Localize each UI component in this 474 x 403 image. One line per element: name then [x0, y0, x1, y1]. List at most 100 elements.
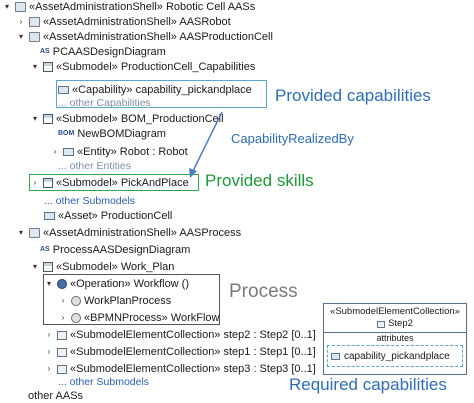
tree-row-operation[interactable]: ▾ «Operation» Workflow ()	[44, 277, 189, 291]
tree-label: WorkPlanProcess	[84, 295, 172, 307]
submodel-icon	[43, 62, 53, 72]
process-icon	[71, 296, 81, 306]
aas-icon	[29, 228, 40, 238]
submodel-icon	[43, 178, 53, 188]
tree-label: «Asset» ProductionCell	[58, 210, 173, 222]
collection-stereotype: «SubmodelElementCollection»	[330, 306, 460, 317]
tree-row-submodel-pickandplace[interactable]: › «Submodel» PickAndPlace	[30, 176, 189, 190]
tree-label: ... other Submodels	[58, 376, 150, 388]
tree-row-bpmn[interactable]: › «BPMNProcess» WorkFlow	[58, 311, 220, 325]
tree-label: NewBOMDiagram	[77, 128, 166, 140]
capability-realized-by-label: CapabilityRealizedBy	[231, 131, 354, 146]
tree-label: other AASs	[28, 390, 84, 402]
tree-label: ... other Entities	[58, 160, 131, 172]
submodel-icon	[43, 114, 53, 124]
tree-row-step1[interactable]: › «SubmodelElementCollection» step1 : St…	[44, 345, 316, 359]
tree-row-entity-robot[interactable]: › «Entity» Robot : Robot	[50, 145, 188, 159]
tree-row-other-capabilities[interactable]: ... other Capabilities	[58, 96, 151, 110]
collapse-toggle[interactable]: ▾	[46, 279, 51, 288]
attribute-row[interactable]: capability_pickandplace	[327, 345, 463, 367]
expand-toggle[interactable]: ›	[61, 313, 65, 322]
provided-skills-annotation: Provided skills	[205, 171, 314, 190]
bpmn-icon	[71, 313, 81, 323]
tree-label: «Submodel» Work_Plan	[56, 261, 175, 273]
collapse-toggle[interactable]: ▾	[32, 62, 37, 71]
tree-label: «BPMNProcess» WorkFlow	[84, 312, 220, 324]
tree-row-capability[interactable]: «Capability» capability_pickandplace	[58, 83, 252, 97]
tree-row-step3[interactable]: › «SubmodelElementCollection» step3 : St…	[44, 362, 316, 376]
collection-icon	[57, 330, 67, 340]
tree-label: «Operation» Workflow ()	[70, 278, 190, 290]
tree-row-submodel-capabilities[interactable]: ▾ «Submodel» ProductionCell_Capabilities	[30, 60, 255, 74]
expand-toggle[interactable]: ›	[47, 347, 51, 356]
collection-name-row: Step2	[324, 318, 466, 330]
tree-label: «SubmodelElementCollection» step2 : Step…	[70, 329, 316, 341]
tree-label: «AssetAdministrationShell» Robotic Cell …	[29, 1, 256, 13]
tree-label: «Capability» capability_pickandplace	[72, 84, 252, 96]
tree-row-aasproductioncell[interactable]: ▾ «AssetAdministrationShell» AASProducti…	[16, 30, 273, 44]
tree-row-pcaas-diagram[interactable]: AS PCAASDesignDiagram	[40, 45, 166, 59]
tree-row-other-submodels-2[interactable]: ... other Submodels	[58, 375, 149, 389]
tree-label: «Submodel» BOM_ProductionCell	[56, 113, 224, 125]
capability-highlight-box	[56, 80, 267, 108]
tree-label: «AssetAdministrationShell» AASRobot	[43, 16, 231, 28]
attribute-label: capability_pickandplace	[344, 350, 450, 362]
expand-toggle[interactable]: ›	[61, 296, 65, 305]
collapse-toggle[interactable]: ▾	[4, 2, 9, 11]
capability-icon	[58, 86, 69, 94]
tree-label: «SubmodelElementCollection» step1 : Step…	[70, 346, 316, 358]
entity-icon	[63, 148, 74, 156]
required-capabilities-annotation: Required capabilities	[289, 375, 447, 394]
expand-toggle[interactable]: ›	[47, 364, 51, 373]
attributes-compartment-label: attributes	[324, 332, 466, 344]
tree-row-aasprocess[interactable]: ▾ «AssetAdministrationShell» AASProcess	[16, 226, 241, 240]
collapse-toggle[interactable]: ▾	[32, 262, 37, 271]
tree-row-process-diagram[interactable]: AS ProcessAASDesignDiagram	[40, 243, 190, 257]
tree-row-submodel-bom[interactable]: ▾ «Submodel» BOM_ProductionCell	[30, 112, 224, 126]
expand-toggle[interactable]: ›	[19, 17, 23, 26]
process-annotation: Process	[229, 281, 298, 302]
collection-icon	[57, 347, 67, 357]
collection-icon	[57, 364, 67, 374]
tree-row-step2[interactable]: › «SubmodelElementCollection» step2 : St…	[44, 328, 316, 342]
tree-label: PCAASDesignDiagram	[52, 46, 166, 58]
tree-row-other-aass[interactable]: other AASs	[28, 389, 83, 403]
aas-icon	[29, 17, 40, 27]
collapse-toggle[interactable]: ▾	[18, 32, 23, 41]
expand-toggle[interactable]: ›	[53, 147, 57, 156]
aas-icon	[15, 2, 26, 12]
tree-row-bom-diagram[interactable]: BOM NewBOMDiagram	[58, 127, 166, 141]
tree-row-other-entities[interactable]: ... other Entities	[58, 159, 131, 173]
tree-label: «SubmodelElementCollection» step3 : Step…	[70, 363, 316, 375]
step2-collection-box[interactable]: «SubmodelElementCollection» Step2 attrib…	[323, 303, 467, 375]
collapse-toggle[interactable]: ▾	[32, 114, 37, 123]
collection-name: Step2	[388, 318, 413, 329]
tree-label: ... other Submodels	[44, 195, 136, 207]
collapse-toggle[interactable]: ▾	[18, 228, 23, 237]
aas-diagram-icon: AS	[40, 48, 50, 55]
tree-label: ProcessAASDesignDiagram	[52, 244, 191, 256]
pickandplace-highlight-box	[29, 174, 199, 191]
expand-toggle[interactable]: ›	[47, 330, 51, 339]
tree-row-submodel-workplan[interactable]: ▾ «Submodel» Work_Plan	[30, 260, 174, 274]
operation-highlight-box	[43, 274, 220, 325]
tree-row-asset[interactable]: «Asset» ProductionCell	[44, 209, 172, 223]
capability-icon	[331, 352, 340, 360]
expand-toggle[interactable]: ›	[33, 178, 37, 187]
operation-gear-icon	[57, 279, 67, 289]
aas-diagram-icon: AS	[40, 246, 50, 253]
tree-row-aasrobot[interactable]: › «AssetAdministrationShell» AASRobot	[16, 15, 231, 29]
tree-label: «Entity» Robot : Robot	[77, 146, 188, 158]
tree-label: «Submodel» PickAndPlace	[56, 177, 189, 189]
submodel-icon	[43, 262, 53, 272]
tree-label: «Submodel» ProductionCell_Capabilities	[56, 61, 256, 73]
tree-row-other-submodels[interactable]: ... other Submodels	[44, 194, 135, 208]
tree-label: «AssetAdministrationShell» AASProcess	[43, 227, 242, 239]
tree-row-workplanprocess[interactable]: › WorkPlanProcess	[58, 294, 172, 308]
tree-row-root[interactable]: ▾ «AssetAdministrationShell» Robotic Cel…	[2, 0, 255, 14]
asset-icon	[44, 212, 55, 220]
tree-label: ... other Capabilities	[58, 97, 151, 109]
tree-label: «AssetAdministrationShell» AASProduction…	[43, 31, 273, 43]
bom-diagram-icon: BOM	[58, 130, 75, 137]
